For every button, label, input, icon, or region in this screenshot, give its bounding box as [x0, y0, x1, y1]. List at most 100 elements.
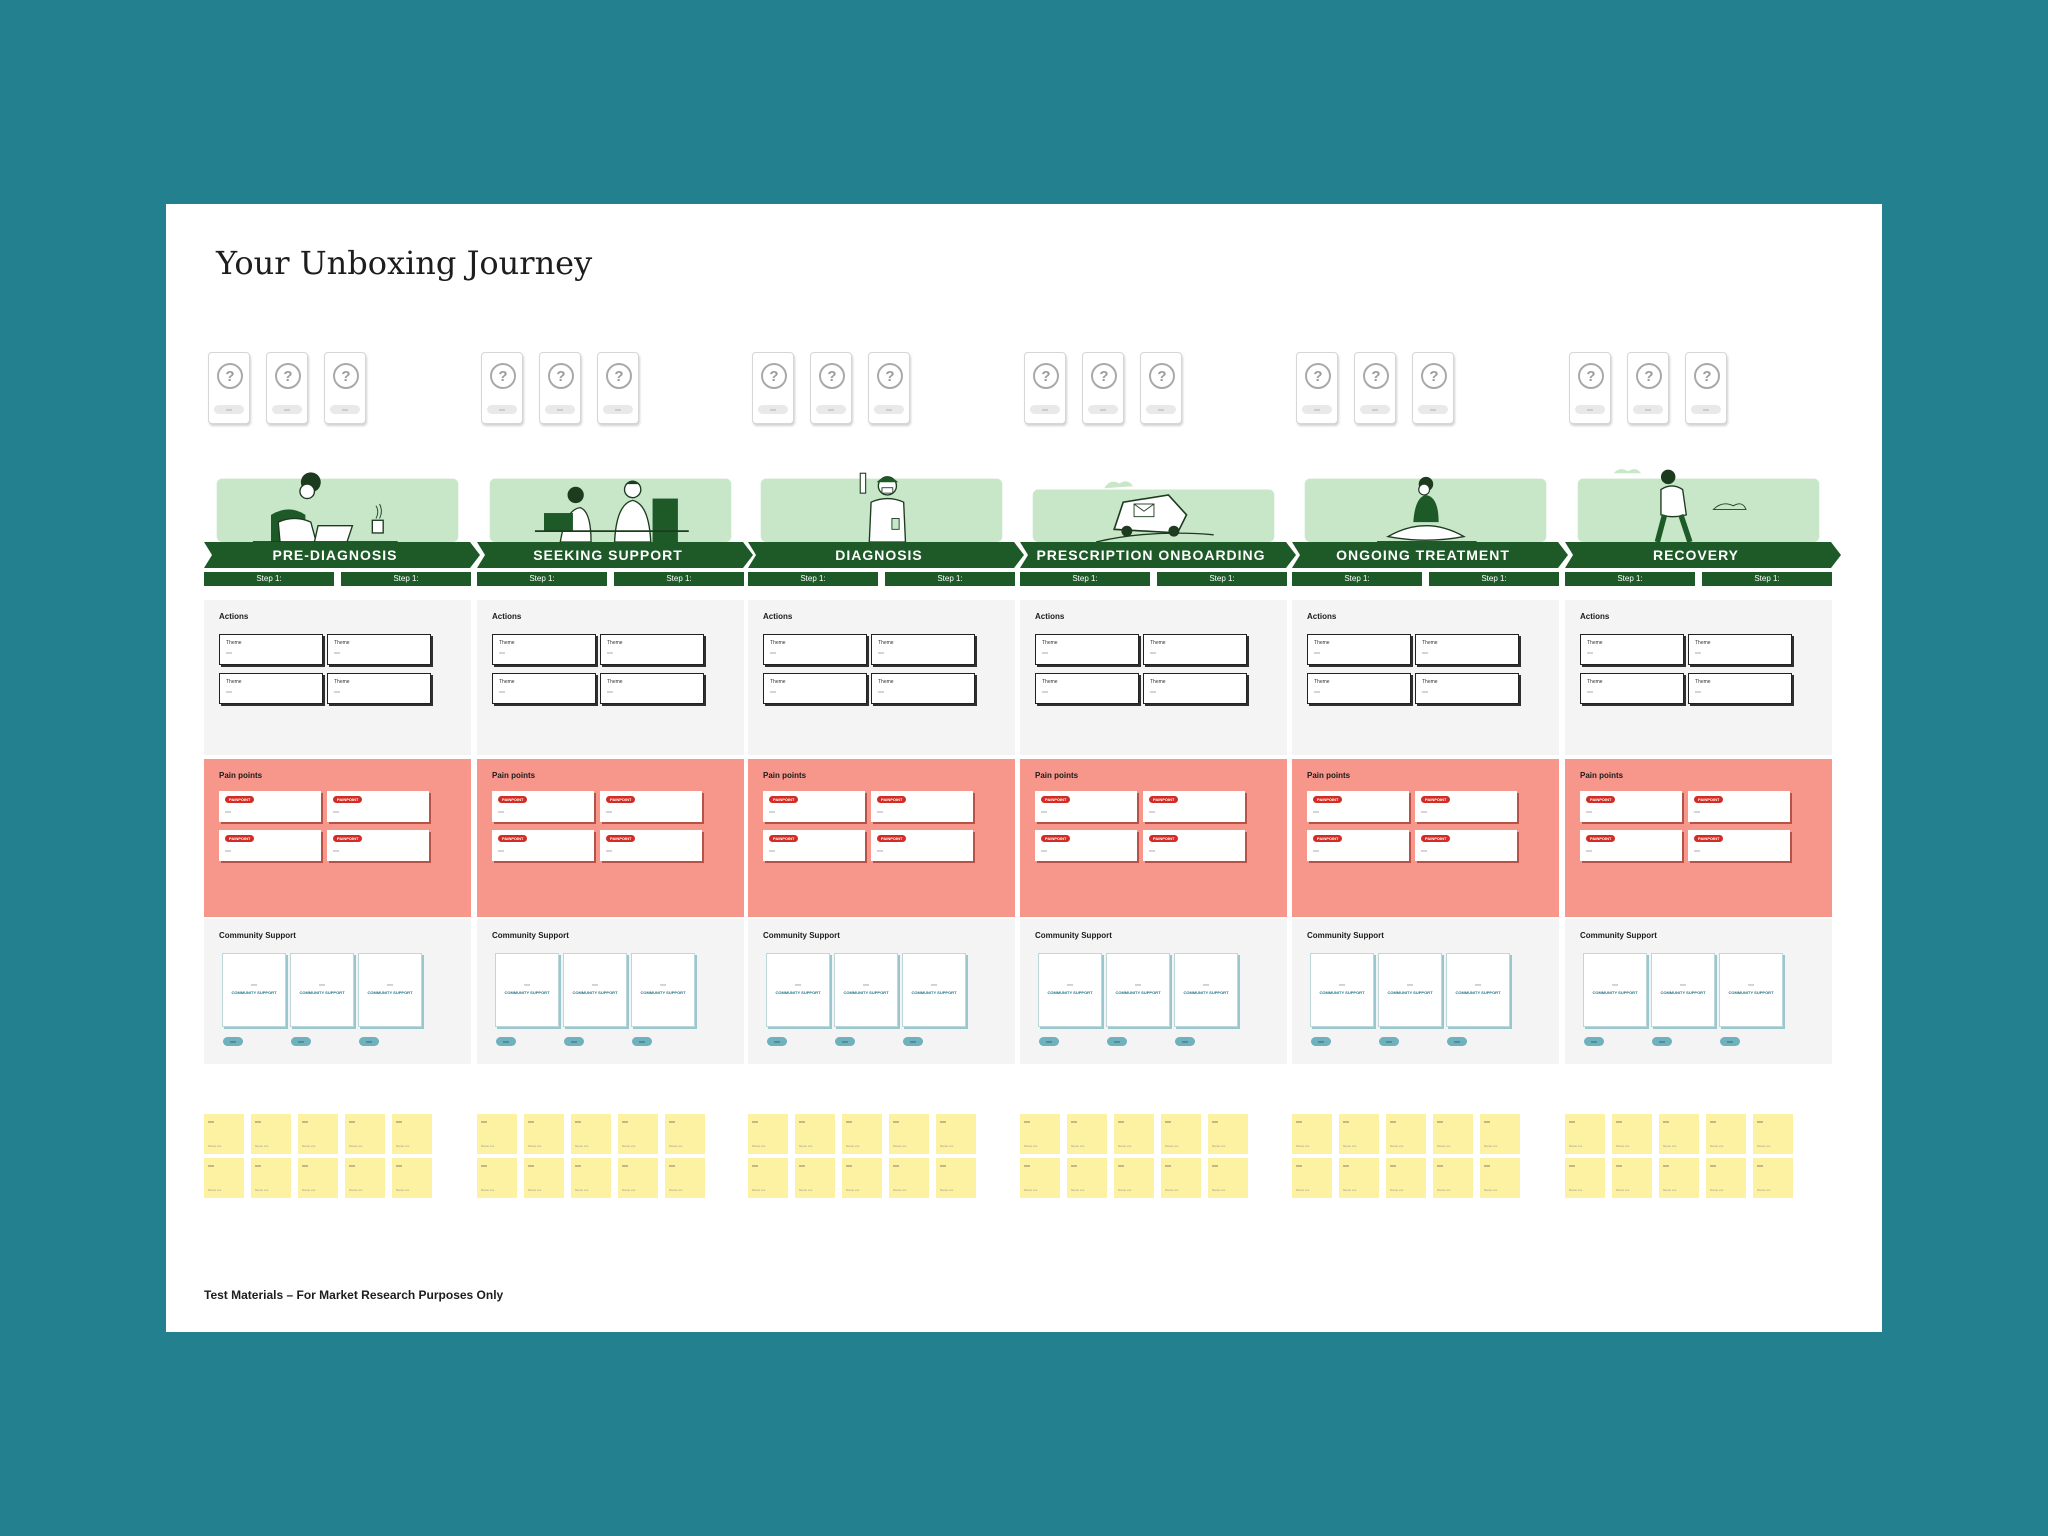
- question-card[interactable]: ?xxx: [1569, 352, 1611, 424]
- community-pill[interactable]: xxx: [1720, 1037, 1740, 1046]
- step-tag[interactable]: Step 1:: [748, 572, 878, 586]
- community-pill[interactable]: xxx: [291, 1037, 311, 1046]
- community-pill[interactable]: xxx: [1379, 1037, 1399, 1046]
- step-tag[interactable]: Step 1:: [204, 572, 334, 586]
- step-tag[interactable]: Step 1:: [1429, 572, 1559, 586]
- step-tag[interactable]: Step 1:: [341, 572, 471, 586]
- community-pill[interactable]: xxx: [632, 1037, 652, 1046]
- question-card[interactable]: ?xxx: [208, 352, 250, 424]
- community-pill[interactable]: xxx: [1584, 1037, 1604, 1046]
- step-tag[interactable]: Step 1:: [614, 572, 744, 586]
- question-card[interactable]: ?xxx: [1024, 352, 1066, 424]
- step-tag[interactable]: Step 1:: [1020, 572, 1150, 586]
- step-tag[interactable]: Step 1:: [1565, 572, 1695, 586]
- community-pill[interactable]: xxx: [903, 1037, 923, 1046]
- question-card[interactable]: ?xxx: [324, 352, 366, 424]
- community-pill[interactable]: xxx: [767, 1037, 787, 1046]
- community-pill[interactable]: xxx: [496, 1037, 516, 1046]
- community-pill[interactable]: xxx: [835, 1037, 855, 1046]
- community-pill[interactable]: xxx: [564, 1037, 584, 1046]
- question-card[interactable]: ?xxx: [1412, 352, 1454, 424]
- community-pill[interactable]: xxx: [1107, 1037, 1127, 1046]
- community-pill[interactable]: xxx: [1447, 1037, 1467, 1046]
- question-card[interactable]: ?xxx: [1627, 352, 1669, 424]
- question-card[interactable]: ?xxx: [752, 352, 794, 424]
- question-card[interactable]: ?xxx: [1296, 352, 1338, 424]
